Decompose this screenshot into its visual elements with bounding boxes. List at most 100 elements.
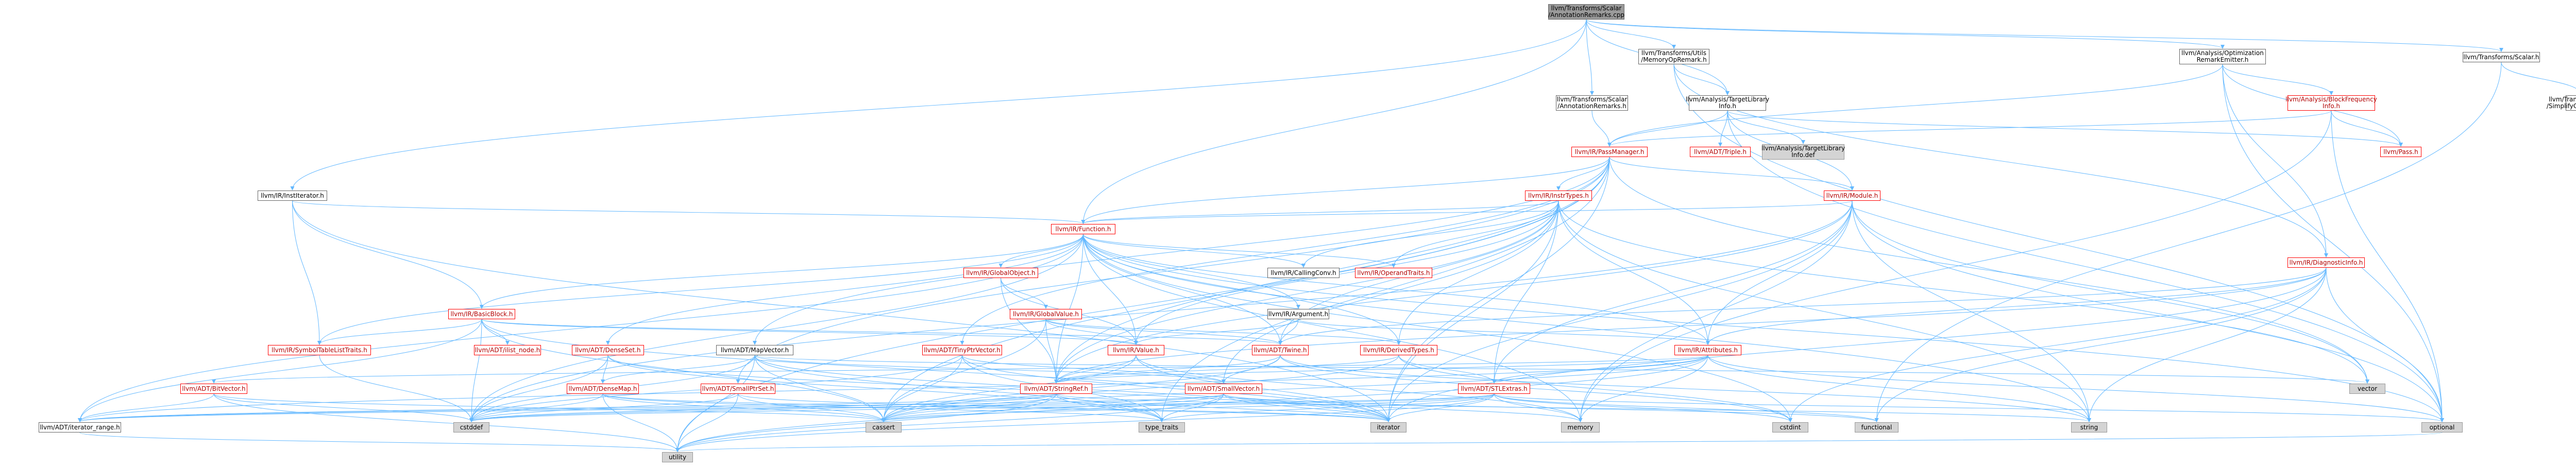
- node-derived-types[interactable]: llvm/IR/DerivedTypes.h: [1360, 345, 1437, 355]
- edge-string-ref-to-iterator-range: [78, 393, 1057, 422]
- node-simplify-cfg-options[interactable]: llvm/Transforms/Utils /SimplifyCFGOption…: [2547, 95, 2576, 111]
- node-target-library-info[interactable]: llvm/Analysis/TargetLibrary Info.h: [1685, 95, 1770, 111]
- node-iterator[interactable]: iterator: [1370, 422, 1406, 433]
- node-calling-conv[interactable]: llvm/IR/CallingConv.h: [1267, 268, 1340, 278]
- node-value[interactable]: llvm/IR/Value.h: [1108, 345, 1164, 355]
- edge-diagnostic-info-to-string-ref: [1054, 267, 2327, 384]
- edge-string-ref-to-cstddef: [469, 393, 1057, 422]
- node-type-traits[interactable]: type_traits: [1139, 422, 1185, 433]
- node-basic-block[interactable]: llvm/IR/BasicBlock.h: [448, 309, 515, 319]
- node-small-vector[interactable]: llvm/ADT/SmallVector.h: [1185, 384, 1262, 394]
- edge-module-to-optional: [1852, 200, 2444, 422]
- edge-bit-vector-to-cstddef: [213, 393, 473, 422]
- edge-basic-block-to-cassert: [481, 319, 886, 422]
- node-string[interactable]: string: [2071, 422, 2107, 433]
- edge-function-to-calling-conv: [1083, 234, 1306, 268]
- node-function[interactable]: llvm/IR/Function.h: [1051, 224, 1115, 234]
- node-vector[interactable]: vector: [2349, 384, 2385, 394]
- node-bit-vector[interactable]: llvm/ADT/BitVector.h: [180, 384, 247, 394]
- edge-inst-iterator-to-function: [292, 200, 1085, 224]
- edge-module-to-attributes: [1706, 200, 1853, 345]
- node-inst-iterator[interactable]: llvm/IR/InstIterator.h: [258, 191, 327, 201]
- edge-target-library-info-to-target-library-info-def: [1727, 110, 1805, 144]
- edge-inst-iterator-to-iterator: [292, 200, 1391, 422]
- node-module[interactable]: llvm/IR/Module.h: [1824, 191, 1880, 201]
- edge-module-to-cstddef: [469, 200, 1853, 422]
- node-dense-map[interactable]: llvm/ADT/DenseMap.h: [567, 384, 639, 394]
- edge-small-vector-to-functional: [1223, 393, 1879, 422]
- node-cassert[interactable]: cassert: [866, 422, 902, 433]
- edge-derived-types-to-stl-extras: [1398, 355, 1496, 384]
- node-global-object[interactable]: llvm/IR/GlobalObject.h: [963, 268, 1038, 278]
- edge-diagnostic-info-to-cstdint: [1788, 267, 2327, 422]
- node-dense-set[interactable]: llvm/ADT/DenseSet.h: [572, 345, 644, 355]
- edge-memory-op-remark-to-optional: [1673, 64, 2444, 422]
- edge-basic-block-to-iterator-range: [78, 319, 482, 422]
- edge-pass-manager-to-iterator: [1386, 157, 1610, 422]
- node-memory[interactable]: memory: [1561, 422, 1600, 433]
- edge-tiny-ptr-vector-to-iterator: [962, 355, 1391, 422]
- node-global-value[interactable]: llvm/IR/GlobalValue.h: [1010, 309, 1082, 319]
- node-annotation-remarks-cpp[interactable]: llvm/Transforms/Scalar /AnnotationRemark…: [1548, 4, 1624, 20]
- node-target-library-info-def[interactable]: llvm/Analysis/TargetLibrary Info.def: [1761, 144, 1845, 160]
- node-operand-traits[interactable]: llvm/IR/OperandTraits.h: [1355, 268, 1432, 278]
- node-block-frequency-info[interactable]: llvm/Analysis/BlockFrequency Info.h: [2285, 95, 2377, 111]
- edge-stl-extras-to-functional: [1494, 393, 1879, 422]
- edge-twine-to-cstdint: [1280, 355, 1792, 422]
- edge-basic-block-to-twine: [481, 319, 1282, 345]
- edge-function-to-twine: [1083, 234, 1282, 345]
- node-optional[interactable]: optional: [2421, 422, 2463, 433]
- edge-target-library-info-to-pass-manager: [1607, 110, 1728, 147]
- edge-instr-types-to-small-vector: [1222, 200, 1559, 384]
- edge-pass-manager-to-map-vector: [753, 157, 1610, 345]
- edge-inst-iterator-to-basic-block: [292, 200, 484, 309]
- edge-instr-types-to-stl-extras: [1492, 200, 1559, 384]
- node-string-ref[interactable]: llvm/ADT/StringRef.h: [1020, 384, 1092, 394]
- node-twine[interactable]: llvm/ADT/Twine.h: [1252, 345, 1309, 355]
- edge-basic-block-to-value: [481, 319, 1138, 345]
- edge-diagnostic-info-to-attributes: [1706, 267, 2327, 345]
- node-memory-op-remark[interactable]: llvm/Transforms/Utils /MemoryOpRemark.h: [1638, 49, 1709, 64]
- edge-function-to-cstdint: [1083, 234, 1792, 422]
- edge-function-to-attributes: [1083, 234, 1710, 345]
- edge-diagnostic-info-to-iterator: [1386, 267, 2327, 422]
- node-tiny-ptr-vector[interactable]: llvm/ADT/TinyPtrVector.h: [922, 345, 1002, 355]
- node-cstdint[interactable]: cstdint: [1772, 422, 1808, 433]
- node-stl-extras[interactable]: llvm/ADT/STLExtras.h: [1458, 384, 1530, 394]
- node-iterator-range[interactable]: llvm/ADT/iterator_range.h: [39, 422, 121, 433]
- edge-small-vector-to-iterator-range: [78, 393, 1224, 422]
- node-functional[interactable]: functional: [1855, 422, 1899, 433]
- node-symbol-table-list-traits[interactable]: llvm/IR/SymbolTableListTraits.h: [268, 345, 371, 355]
- node-diagnostic-info[interactable]: llvm/IR/DiagnosticInfo.h: [2287, 257, 2365, 268]
- node-optimization-remark-emitter[interactable]: llvm/Analysis/Optimization RemarkEmitter…: [2179, 49, 2266, 64]
- edge-pass-manager-to-instr-types: [1556, 157, 1610, 191]
- node-instr-types[interactable]: llvm/IR/InstrTypes.h: [1525, 191, 1592, 201]
- edge-argument-to-value: [1134, 319, 1299, 345]
- edge-basic-block-to-symbol-table-list-traits: [317, 319, 482, 345]
- edge-annotation-remarks-cpp-to-annotation-remarks-h: [1586, 19, 1594, 95]
- node-triple[interactable]: llvm/ADT/Triple.h: [1690, 147, 1751, 157]
- node-argument[interactable]: llvm/IR/Argument.h: [1267, 309, 1329, 319]
- edge-function-to-symbol-table-list-traits: [317, 234, 1083, 345]
- edge-global-object-to-global-value: [1001, 278, 1048, 309]
- node-utility[interactable]: utility: [662, 452, 693, 462]
- edge-pass-manager-to-function: [1081, 157, 1610, 224]
- node-cstddef[interactable]: cstddef: [453, 422, 489, 433]
- node-pass-manager[interactable]: llvm/IR/PassManager.h: [1571, 147, 1648, 157]
- node-transforms-scalar[interactable]: llvm/Transforms/Scalar.h: [2463, 52, 2540, 62]
- edge-attributes-to-cassert: [882, 355, 1708, 422]
- node-small-ptr-set[interactable]: llvm/ADT/SmallPtrSet.h: [701, 384, 775, 394]
- edge-map-vector-to-dense-map: [601, 355, 755, 384]
- edge-stl-extras-to-iterator-range: [78, 393, 1495, 422]
- node-map-vector[interactable]: llvm/ADT/MapVector.h: [716, 345, 793, 355]
- edge-block-frequency-info-to-optional: [2331, 110, 2444, 422]
- edge-module-to-stl-extras: [1492, 200, 1853, 384]
- node-pass[interactable]: llvm/Pass.h: [2380, 147, 2421, 157]
- node-ilist-node[interactable]: llvm/ADT/ilist_node.h: [474, 345, 541, 355]
- node-annotation-remarks-h[interactable]: llvm/Transforms/Scalar /AnnotationRemark…: [1556, 95, 1628, 111]
- node-attributes[interactable]: llvm/IR/Attributes.h: [1674, 345, 1741, 355]
- edge-string-ref-to-type-traits: [1056, 393, 1164, 422]
- edge-attributes-to-string: [1707, 355, 2091, 422]
- edge-module-to-vector: [1852, 200, 2369, 384]
- edge-stl-extras-to-optional: [1494, 393, 2444, 422]
